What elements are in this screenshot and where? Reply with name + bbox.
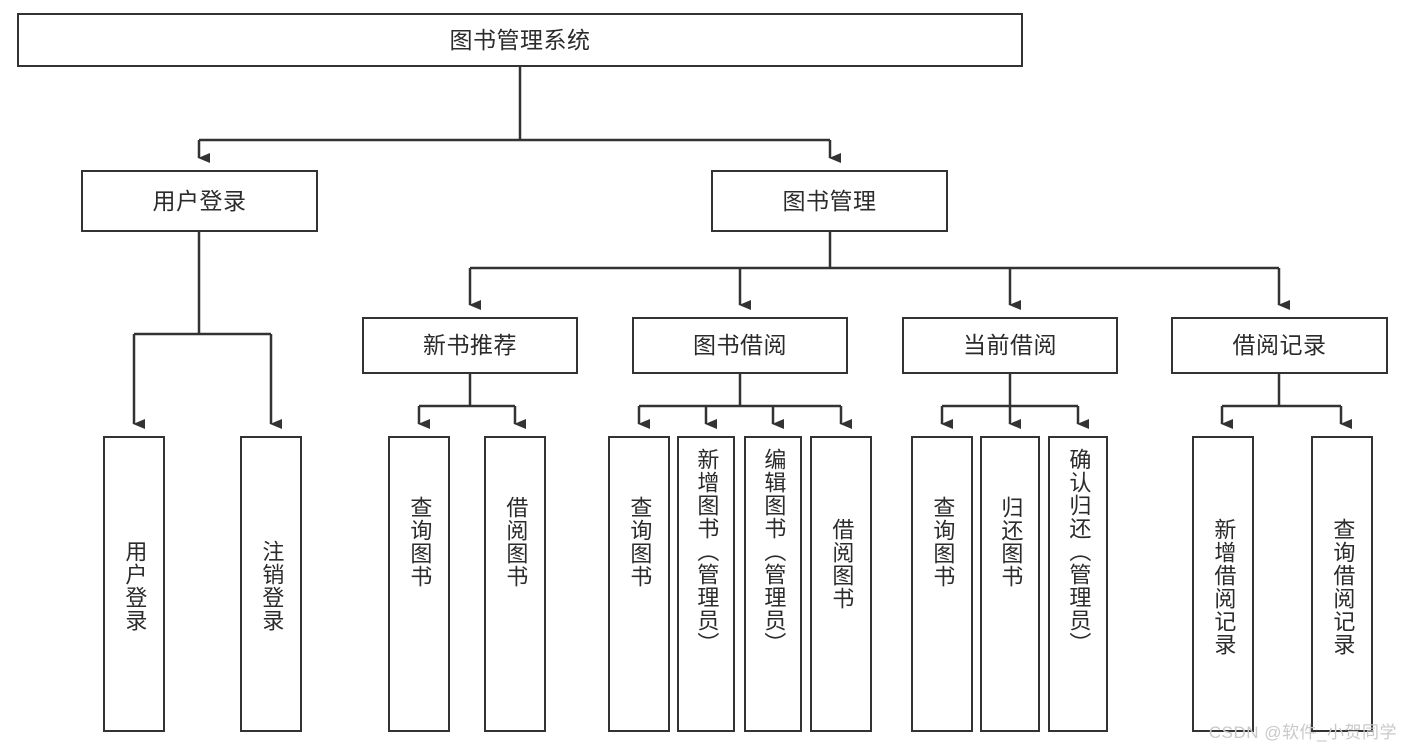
- node-label: 图书管理系统: [449, 26, 591, 53]
- leaf-add-borrowing-record[interactable]: 新增借阅记录: [1192, 436, 1254, 732]
- node-label: 注销登录: [259, 540, 285, 632]
- leaf-add-book-admin[interactable]: 新增图书（管理员）: [677, 436, 735, 732]
- csdn-watermark: CSDN @软件_小贺同学: [1208, 723, 1397, 742]
- leaf-query-books-current[interactable]: 查询图书: [911, 436, 973, 732]
- node-label: 图书借阅: [693, 332, 787, 359]
- node-book-management[interactable]: 图书管理: [711, 170, 948, 232]
- leaf-return-books[interactable]: 归还图书: [980, 436, 1040, 732]
- leaf-query-books-recommendation[interactable]: 查询图书: [388, 436, 450, 732]
- leaf-logout[interactable]: 注销登录: [240, 436, 302, 732]
- node-label: 用户登录: [122, 540, 148, 632]
- node-label: 借阅图书: [829, 518, 855, 610]
- node-new-book-recommendation[interactable]: 新书推荐: [362, 317, 578, 374]
- node-label: 查询图书: [627, 496, 653, 588]
- node-label: 图书管理: [782, 187, 877, 214]
- node-label: 新书推荐: [423, 332, 517, 359]
- node-current-borrowing[interactable]: 当前借阅: [902, 317, 1118, 374]
- node-label: 查询图书: [407, 496, 433, 588]
- leaf-borrow-books-recommendation[interactable]: 借阅图书: [484, 436, 546, 732]
- leaf-user-login[interactable]: 用户登录: [103, 436, 165, 732]
- node-label: 借阅记录: [1232, 332, 1327, 359]
- node-root-book-management-system[interactable]: 图书管理系统: [17, 13, 1023, 67]
- leaf-confirm-return-admin[interactable]: 确认归还（管理员）: [1048, 436, 1108, 732]
- node-label: 新增图书（管理员）: [694, 448, 720, 655]
- leaf-borrow-books[interactable]: 借阅图书: [810, 436, 872, 732]
- node-label: 借阅图书: [503, 496, 529, 588]
- node-label: 查询借阅记录: [1330, 518, 1356, 656]
- node-label: 新增借阅记录: [1211, 518, 1237, 656]
- node-label: 查询图书: [930, 496, 956, 588]
- node-label: 当前借阅: [963, 332, 1057, 359]
- leaf-edit-book-admin[interactable]: 编辑图书（管理员）: [744, 436, 802, 732]
- node-book-borrowing[interactable]: 图书借阅: [632, 317, 848, 374]
- node-label: 用户登录: [152, 187, 247, 214]
- node-user-login[interactable]: 用户登录: [81, 170, 318, 232]
- node-label: 确认归还（管理员）: [1066, 448, 1092, 655]
- leaf-query-books-borrowing[interactable]: 查询图书: [608, 436, 670, 732]
- node-label: 归还图书: [998, 496, 1024, 588]
- leaf-query-borrowing-record[interactable]: 查询借阅记录: [1311, 436, 1373, 732]
- node-label: 编辑图书（管理员）: [761, 448, 787, 655]
- node-borrowing-records[interactable]: 借阅记录: [1171, 317, 1388, 374]
